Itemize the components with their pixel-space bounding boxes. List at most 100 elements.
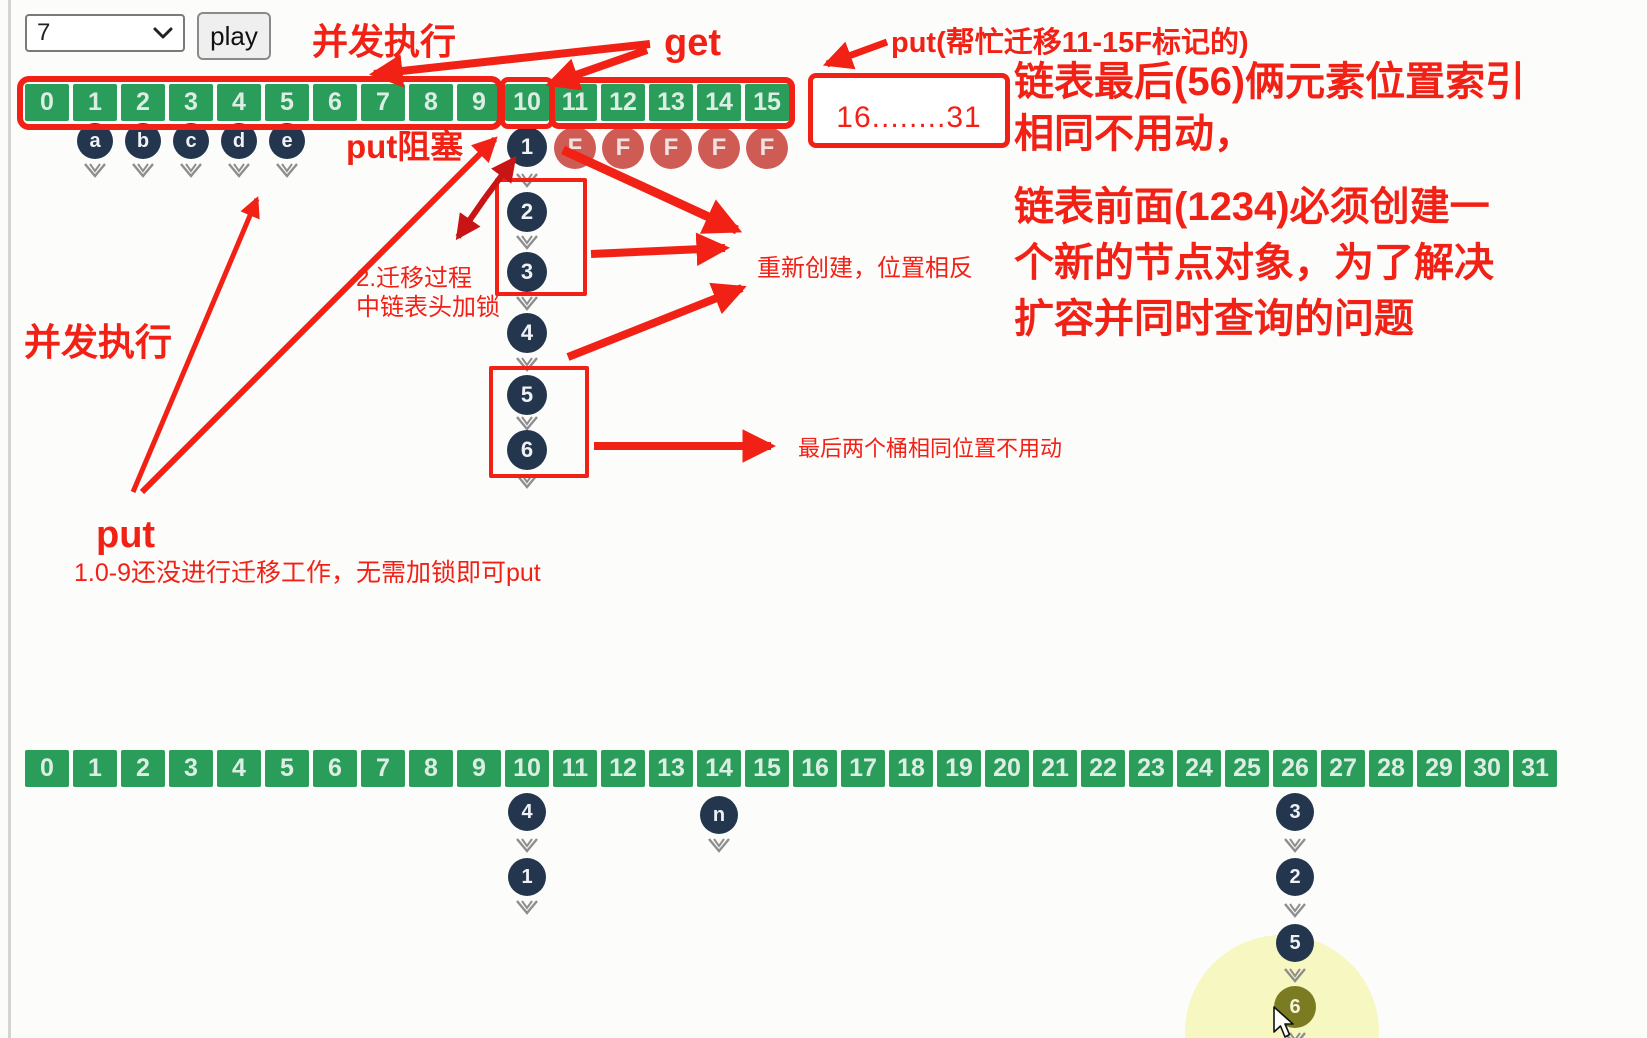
null-pointer-icon — [514, 234, 540, 256]
annotation-concurrent-left: 并发执行 — [24, 322, 172, 363]
null-pointer-icon — [130, 162, 156, 184]
bucket-cell: 3 — [169, 750, 213, 787]
null-pointer-icon — [514, 356, 540, 378]
left-scrollbar-line — [8, 0, 11, 1038]
node-circle: 5 — [507, 375, 547, 415]
red-outline-buckets-11-15 — [549, 77, 795, 129]
bucket-cell: 14 — [697, 750, 741, 787]
bucket-cell: 16 — [793, 750, 837, 787]
annotation-migrate-note: 2.迁移过程 中链表头加锁 — [356, 265, 500, 322]
bucket-cell: 5 — [265, 750, 309, 787]
node-circle: 1 — [507, 127, 547, 167]
node-circle: F — [746, 127, 788, 169]
bucket-cell: 1 — [73, 84, 117, 121]
null-pointer-icon — [514, 899, 540, 921]
null-pointer-icon — [514, 837, 540, 859]
node-circle: 2 — [1276, 858, 1314, 896]
bucket-cell: 10 — [505, 750, 549, 787]
bucket-cell: 31 — [1513, 750, 1557, 787]
annotation-put-label: put — [96, 514, 156, 556]
bucket-cell: 27 — [1321, 750, 1365, 787]
annotation-recreate: 重新创建，位置相反 — [757, 255, 973, 282]
annotation-right-4: 个新的节点对象，为了解决 — [1014, 241, 1494, 285]
bucket-cell: 0 — [25, 750, 69, 787]
node-circle: 3 — [507, 252, 547, 292]
node-circle: F — [602, 127, 644, 169]
annotation-right-3: 链表前面(1234)必须创建一 — [1014, 185, 1490, 229]
null-pointer-icon — [514, 415, 540, 437]
bucket-cell: 7 — [361, 84, 405, 121]
bucket-cell: 9 — [457, 750, 501, 787]
bucket-cell: 6 — [313, 750, 357, 787]
bucket-cell: 19 — [937, 750, 981, 787]
bucket-cell: 21 — [1033, 750, 1077, 787]
bucket-cell: 7 — [361, 750, 405, 787]
bucket-cell: 22 — [1081, 750, 1125, 787]
node-circle: F — [650, 127, 692, 169]
overflow-label: 16........31 — [836, 101, 982, 134]
null-pointer-icon — [1282, 1031, 1308, 1038]
bucket-cell: 26 — [1273, 750, 1317, 787]
bucket-cell: 14 — [697, 84, 741, 121]
bucket-cell: 12 — [601, 750, 645, 787]
red-outline-buckets-0-9 — [17, 76, 503, 130]
annotation-get-label: get — [664, 22, 721, 64]
node-circle: n — [700, 796, 738, 834]
overflow-bucket-box: 16........31 — [808, 73, 1010, 148]
bucket-count-select[interactable]: 7 — [25, 14, 185, 52]
annotation-concurrent-top: 并发执行 — [312, 21, 457, 62]
null-pointer-icon — [706, 837, 732, 859]
play-button[interactable]: play — [197, 12, 271, 60]
annotation-put-help: put(帮忙迁移11-15F标记的) — [891, 27, 1249, 59]
annotation-right-5: 扩容并同时查询的问题 — [1014, 297, 1414, 341]
bucket-cell: 24 — [1177, 750, 1221, 787]
bucket-cell: 11 — [553, 750, 597, 787]
node-circle: 4 — [508, 793, 546, 831]
bucket-cell: 2 — [121, 750, 165, 787]
annotation-put-block: put阻塞 — [346, 128, 464, 165]
node-circle: 1 — [508, 858, 546, 896]
null-pointer-icon — [1282, 902, 1308, 924]
null-pointer-icon — [514, 295, 540, 317]
bucket-cell: 6 — [313, 84, 357, 121]
bucket-cell: 23 — [1129, 750, 1173, 787]
select-value: 7 — [37, 19, 51, 46]
bucket-cell: 3 — [169, 84, 213, 121]
null-pointer-icon — [274, 162, 300, 184]
bucket-cell: 29 — [1417, 750, 1461, 787]
bucket-cell: 15 — [745, 750, 789, 787]
null-pointer-icon — [82, 162, 108, 184]
bucket-cell: 9 — [457, 84, 501, 121]
node-circle: 6 — [507, 430, 547, 470]
bucket-cell: 4 — [217, 750, 261, 787]
bucket-cell: 8 — [409, 750, 453, 787]
node-circle: 4 — [507, 313, 547, 353]
bucket-cell: 20 — [985, 750, 1029, 787]
bucket-cell: 18 — [889, 750, 933, 787]
chevron-down-icon — [153, 27, 173, 39]
bucket-cell: 4 — [217, 84, 261, 121]
bucket-cell: 13 — [649, 84, 693, 121]
bucket-cell: 13 — [649, 750, 693, 787]
null-pointer-icon — [226, 162, 252, 184]
bucket-cell: 2 — [121, 84, 165, 121]
bucket-cell: 0 — [25, 84, 69, 121]
bucket-cell: 28 — [1369, 750, 1413, 787]
bucket-cell: 15 — [745, 84, 789, 121]
mouse-cursor — [1273, 1006, 1294, 1038]
bucket-cell: 17 — [841, 750, 885, 787]
node-circle: F — [554, 127, 596, 169]
annotation-last-two: 最后两个桶相同位置不用动 — [798, 436, 1063, 461]
bucket-cell: 5 — [265, 84, 309, 121]
red-outline-bucket-10 — [500, 77, 554, 129]
bucket-cell: 12 — [601, 84, 645, 121]
node-circle: 3 — [1276, 793, 1314, 831]
red-outline-chain-2-3 — [495, 178, 587, 296]
annotation-right-2: 相同不用动， — [1014, 112, 1254, 156]
node-circle: F — [698, 127, 740, 169]
bucket-cell: 10 — [505, 84, 549, 121]
null-pointer-icon — [1282, 967, 1308, 989]
red-outline-chain-5-6 — [489, 366, 589, 478]
bucket-cell: 30 — [1465, 750, 1509, 787]
